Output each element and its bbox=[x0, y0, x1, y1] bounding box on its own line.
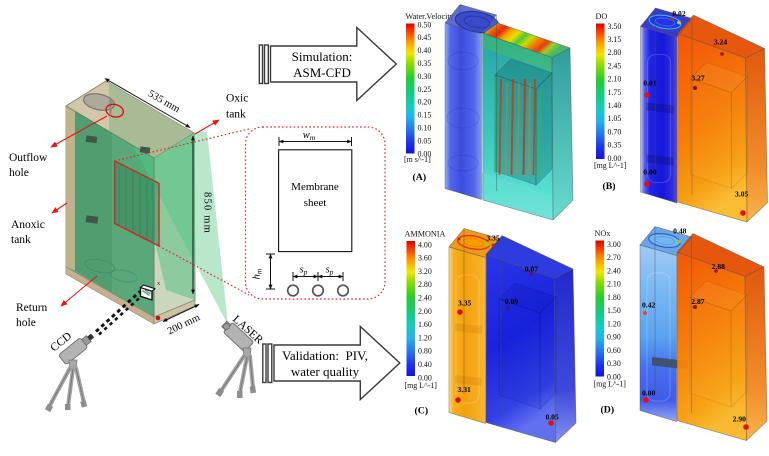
svg-text:0.01: 0.01 bbox=[643, 78, 656, 87]
svg-text:2.10: 2.10 bbox=[607, 280, 621, 289]
svg-text:3.35: 3.35 bbox=[486, 234, 499, 243]
svg-text:(C): (C) bbox=[415, 406, 429, 417]
svg-text:water quality: water quality bbox=[291, 364, 360, 379]
svg-text:sheet: sheet bbox=[304, 197, 327, 209]
svg-text:2.80: 2.80 bbox=[608, 48, 622, 57]
svg-text:0.20: 0.20 bbox=[418, 98, 432, 107]
svg-text:0.45: 0.45 bbox=[418, 33, 432, 42]
svg-text:0.48: 0.48 bbox=[673, 226, 686, 235]
svg-text:0.30: 0.30 bbox=[607, 359, 621, 368]
svg-text:hm: hm bbox=[252, 268, 264, 279]
svg-text:2.40: 2.40 bbox=[607, 266, 621, 275]
svg-text:1.20: 1.20 bbox=[607, 319, 621, 328]
svg-text:0.60: 0.60 bbox=[607, 346, 621, 355]
svg-text:0.40: 0.40 bbox=[418, 46, 432, 55]
svg-text:0.07: 0.07 bbox=[525, 264, 538, 273]
svg-text:0.00: 0.00 bbox=[643, 168, 656, 177]
svg-text:0.05: 0.05 bbox=[418, 136, 432, 145]
svg-text:3.20: 3.20 bbox=[418, 267, 432, 276]
svg-text:ASM-CFD: ASM-CFD bbox=[293, 65, 351, 80]
svg-text:1.50: 1.50 bbox=[607, 306, 621, 315]
svg-text:2.88: 2.88 bbox=[712, 262, 725, 271]
svg-text:0.35: 0.35 bbox=[418, 59, 432, 68]
svg-text:3.31: 3.31 bbox=[458, 385, 471, 394]
svg-text:sp: sp bbox=[326, 265, 334, 277]
svg-text:Return: Return bbox=[16, 302, 48, 314]
svg-text:0.35: 0.35 bbox=[608, 141, 622, 150]
svg-text:2.45: 2.45 bbox=[608, 61, 622, 70]
svg-text:3.15: 3.15 bbox=[608, 35, 622, 44]
svg-text:2.70: 2.70 bbox=[607, 253, 621, 262]
svg-text:tank: tank bbox=[226, 109, 246, 121]
svg-text:3.27: 3.27 bbox=[691, 74, 704, 83]
svg-text:[mg L^-1]: [mg L^-1] bbox=[594, 161, 627, 170]
svg-text:4.00: 4.00 bbox=[418, 240, 432, 249]
svg-text:0.90: 0.90 bbox=[607, 333, 621, 342]
svg-text:AMMONIA: AMMONIA bbox=[405, 230, 446, 239]
svg-text:2.80: 2.80 bbox=[418, 280, 432, 289]
svg-text:0.00: 0.00 bbox=[418, 373, 432, 382]
svg-text:Membrane: Membrane bbox=[291, 181, 339, 193]
svg-text:3.24: 3.24 bbox=[714, 37, 727, 46]
svg-text:0.25: 0.25 bbox=[418, 85, 432, 94]
svg-text:NOx: NOx bbox=[595, 229, 611, 238]
svg-text:[mg L^-1]: [mg L^-1] bbox=[405, 381, 438, 390]
svg-text:2.87: 2.87 bbox=[691, 297, 704, 306]
svg-text:0.02: 0.02 bbox=[672, 9, 685, 18]
svg-text:Water.Velocity: Water.Velocity bbox=[406, 12, 455, 21]
svg-text:1.05: 1.05 bbox=[608, 114, 622, 123]
svg-text:Anoxic: Anoxic bbox=[11, 219, 45, 231]
svg-text:0.40: 0.40 bbox=[418, 360, 432, 369]
svg-text:0.00: 0.00 bbox=[608, 154, 622, 163]
svg-text:sp: sp bbox=[300, 265, 308, 277]
svg-text:(B): (B) bbox=[603, 181, 616, 192]
svg-text:3.05: 3.05 bbox=[735, 189, 748, 198]
svg-text:0.09: 0.09 bbox=[505, 297, 518, 306]
svg-text:0.00: 0.00 bbox=[607, 372, 621, 381]
svg-text:0.42: 0.42 bbox=[642, 301, 655, 310]
svg-text:2.10: 2.10 bbox=[608, 75, 622, 84]
svg-text:hole: hole bbox=[9, 167, 29, 179]
svg-text:(A): (A) bbox=[413, 172, 427, 183]
svg-text:3.00: 3.00 bbox=[607, 240, 621, 249]
svg-text:0.10: 0.10 bbox=[418, 124, 432, 133]
svg-text:Outflow: Outflow bbox=[9, 152, 48, 164]
svg-text:0.05: 0.05 bbox=[545, 412, 558, 421]
svg-text:3.35: 3.35 bbox=[458, 298, 471, 307]
svg-text:2.00: 2.00 bbox=[418, 307, 432, 316]
svg-text:x: x bbox=[157, 280, 161, 287]
svg-text:0.00: 0.00 bbox=[642, 389, 655, 398]
svg-text:[m s^-1]: [m s^-1] bbox=[404, 155, 431, 164]
svg-text:0.00: 0.00 bbox=[418, 149, 432, 158]
svg-text:tank: tank bbox=[11, 234, 31, 246]
svg-text:0.80: 0.80 bbox=[418, 347, 432, 356]
svg-text:850 mm: 850 mm bbox=[202, 192, 213, 234]
svg-text:[mg L^-1]: [mg L^-1] bbox=[594, 380, 627, 389]
svg-text:2.90: 2.90 bbox=[733, 414, 746, 423]
svg-text:wm: wm bbox=[303, 130, 316, 142]
svg-text:0.70: 0.70 bbox=[608, 127, 622, 136]
svg-text:1.40: 1.40 bbox=[608, 101, 622, 110]
svg-text:2.40: 2.40 bbox=[418, 294, 432, 303]
svg-text:hole: hole bbox=[16, 317, 36, 329]
svg-text:3.60: 3.60 bbox=[418, 254, 432, 263]
svg-text:0.50: 0.50 bbox=[418, 20, 432, 29]
svg-text:Validation: PIV,: Validation: PIV, bbox=[282, 348, 368, 363]
svg-text:(D): (D) bbox=[601, 405, 615, 416]
svg-text:1.20: 1.20 bbox=[418, 333, 432, 342]
svg-text:3.50: 3.50 bbox=[608, 22, 622, 31]
svg-text:Oxic: Oxic bbox=[226, 93, 248, 105]
svg-text:1.60: 1.60 bbox=[418, 320, 432, 329]
svg-text:Simulation:: Simulation: bbox=[292, 49, 353, 64]
svg-text:1.80: 1.80 bbox=[607, 293, 621, 302]
svg-text:0.30: 0.30 bbox=[418, 72, 432, 81]
svg-text:DO: DO bbox=[596, 12, 608, 21]
svg-text:0.15: 0.15 bbox=[418, 111, 432, 120]
svg-text:1.75: 1.75 bbox=[608, 88, 622, 97]
